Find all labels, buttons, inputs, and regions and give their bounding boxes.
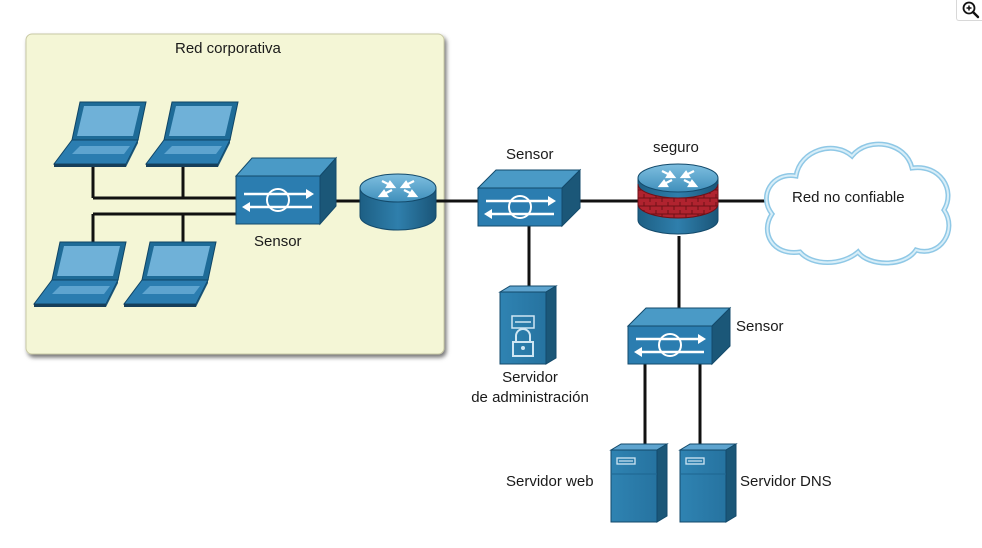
switch-icon — [476, 168, 582, 228]
web-server-label: Servidor web — [506, 473, 594, 490]
laptop-icon — [53, 101, 147, 167]
zoom-in-icon — [962, 1, 980, 19]
firewall-router-icon — [637, 163, 719, 235]
sensor-middle-label: Sensor — [506, 146, 554, 163]
corporate-network-label: Red corporativa — [175, 40, 281, 57]
server-icon — [609, 443, 669, 523]
laptop-icon — [123, 241, 217, 307]
firewall-label: seguro — [653, 139, 699, 156]
router-icon — [359, 173, 437, 231]
laptop-icon — [145, 101, 239, 167]
zoom-in-button[interactable] — [956, 0, 982, 21]
sensor-corporate-label: Sensor — [254, 233, 302, 250]
management-server-label-line2: de administración — [471, 389, 589, 406]
laptop-icon — [33, 241, 127, 307]
lock-icon — [512, 328, 534, 357]
sensor-dmz-label: Sensor — [736, 318, 784, 335]
dns-server-label: Servidor DNS — [740, 473, 832, 490]
switch-icon — [234, 156, 338, 226]
server-icon — [678, 443, 738, 523]
cloud-icon — [764, 141, 952, 266]
switch-icon — [626, 306, 732, 366]
management-server-label-line1: Servidor — [502, 369, 558, 386]
server-icon — [498, 285, 558, 365]
network-links — [91, 166, 766, 446]
untrusted-network-label: Red no confiable — [792, 189, 905, 206]
